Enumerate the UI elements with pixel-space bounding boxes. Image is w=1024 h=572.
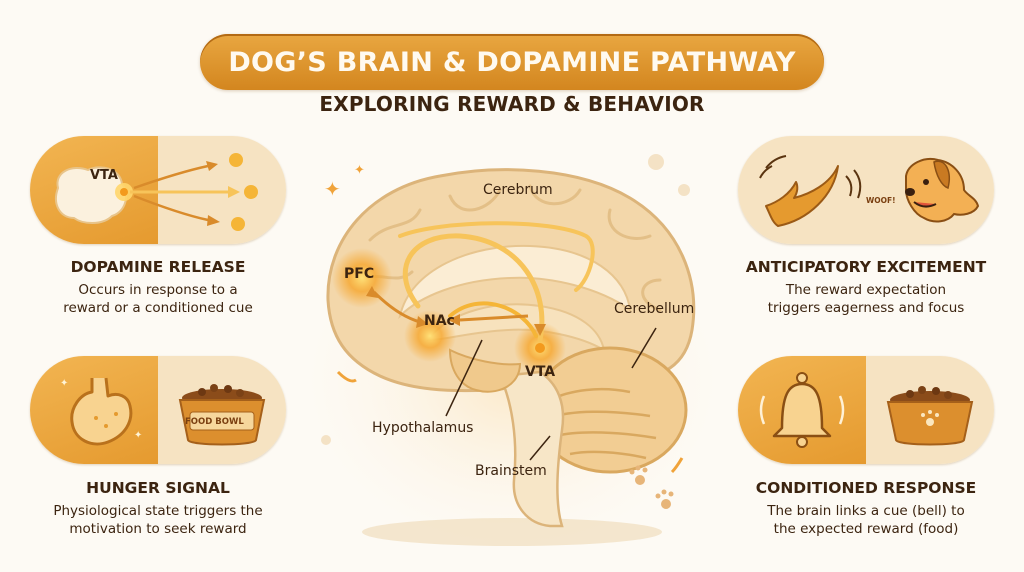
wagging-tail-icon [759, 155, 862, 227]
vta-icon-label: VTA [90, 168, 118, 183]
anticipatory-excitement-title: ANTICIPATORY EXCITEMENT [745, 258, 987, 276]
dopamine-release-desc-1: Occurs in response to a [78, 282, 238, 298]
conditioned-response-title: CONDITIONED RESPONSE [755, 479, 977, 497]
stomach-icon: ✦ ✦ [60, 377, 142, 446]
conditioned-response-desc-1: The brain links a cue (bell) to [767, 503, 965, 519]
page-title: DOG’S BRAIN & DOPAMINE PATHWAY [228, 46, 796, 78]
food-bowl-label: FOOD BOWL [185, 417, 244, 427]
svg-text:✦: ✦ [60, 378, 68, 389]
panel-dopamine-release: VTA [30, 136, 286, 244]
anticipatory-excitement-desc-2: triggers eagerness and focus [767, 300, 965, 316]
title-banner: DOG’S BRAIN & DOPAMINE PATHWAY [200, 34, 824, 90]
panel-anticipatory-excitement: WOOF! [738, 136, 994, 244]
hunger-signal-desc-2: motivation to seek reward [69, 521, 247, 537]
dog-head-icon [905, 158, 980, 223]
label-cerebellum: Cerebellum [614, 301, 695, 317]
vta-release-icon [55, 153, 258, 231]
page-subtitle: EXPLORING REWARD & BEHAVIOR [319, 92, 705, 116]
paw-prints-icon [629, 465, 674, 509]
food-bowl-icon [178, 384, 266, 446]
svg-text:✦: ✦ [134, 430, 142, 441]
panel-conditioned-response [738, 356, 994, 464]
label-pfc: PFC [344, 266, 375, 282]
label-vta: VTA [525, 364, 556, 380]
svg-text:✦: ✦ [324, 177, 341, 201]
label-cerebrum: Cerebrum [483, 182, 553, 198]
food-bowl-icon [886, 386, 974, 446]
woof-label: WOOF! [866, 196, 896, 205]
svg-text:✦: ✦ [354, 163, 365, 178]
dopamine-release-desc-2: reward or a conditioned cue [63, 300, 253, 316]
bell-icon [759, 372, 845, 448]
label-nac: NAc [424, 313, 455, 329]
hunger-signal-desc-1: Physiological state triggers the [53, 503, 263, 519]
brain-diagram: ✦ ✦ [302, 154, 722, 550]
panel-dopamine-right [158, 136, 286, 244]
dopamine-release-title: DOPAMINE RELEASE [70, 258, 246, 276]
hunger-signal-title: HUNGER SIGNAL [86, 479, 230, 497]
label-hypothalamus: Hypothalamus [372, 420, 474, 436]
anticipatory-excitement-desc-1: The reward expectation [785, 282, 947, 298]
label-brainstem: Brainstem [475, 463, 547, 479]
panel-hunger-signal: ✦ ✦ FOOD BOWL [30, 356, 286, 464]
panel-anticipatory-left [738, 136, 866, 244]
conditioned-response-desc-2: the expected reward (food) [773, 521, 959, 537]
